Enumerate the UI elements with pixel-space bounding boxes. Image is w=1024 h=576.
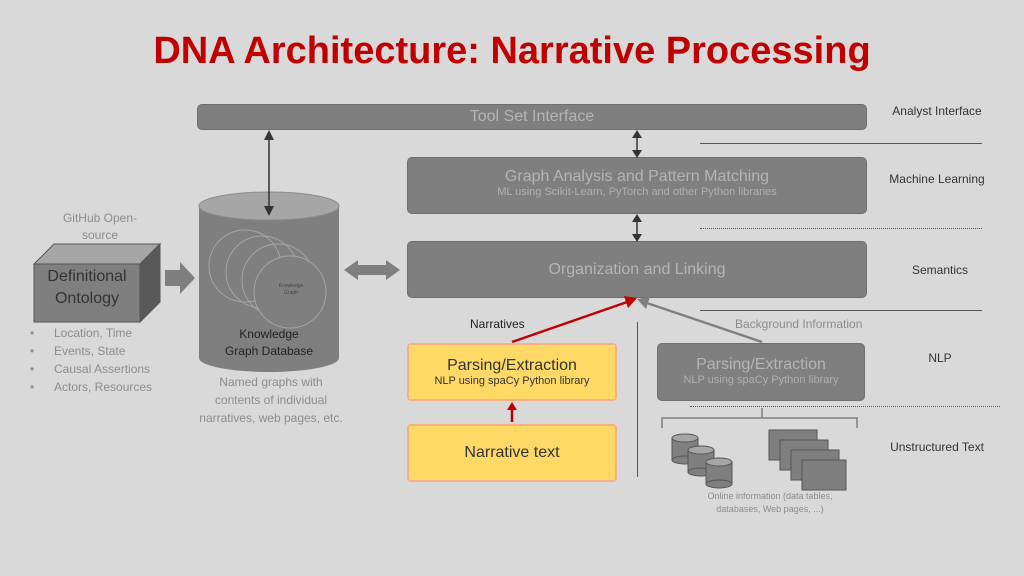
kg-cylinder-bottom: [199, 344, 339, 372]
organization-linking-label: Organization and Linking: [548, 261, 726, 278]
parsing-extraction-box[interactable]: Parsing/Extraction NLP using spaCy Pytho…: [407, 343, 617, 401]
separator-line: [700, 143, 982, 144]
kg-database-label: Knowledge Graph Database: [224, 327, 314, 358]
separator-line: [690, 406, 1000, 407]
background-parsing-box[interactable]: Parsing/Extraction NLP using spaCy Pytho…: [657, 343, 865, 401]
toolset-interface-box[interactable]: Tool Set Interface: [197, 104, 867, 130]
kg-circle: [253, 255, 327, 329]
bullet-item: Events, State: [30, 342, 152, 360]
organization-linking-box[interactable]: Organization and Linking: [407, 241, 867, 298]
layer-label-analyst: Analyst Interface: [892, 104, 982, 118]
bullet-item: Location, Time: [30, 324, 152, 342]
layer-label-unstructured: Unstructured Text: [890, 440, 984, 454]
narratives-label: Narratives: [470, 317, 525, 331]
parsing-title: Parsing/Extraction: [447, 357, 577, 374]
layer-label-semantics: Semantics: [911, 263, 969, 277]
ontology-cube-front: [33, 263, 141, 323]
ontology-arrow: [165, 262, 195, 294]
narrative-text-label: Narrative text: [464, 444, 560, 461]
toolset-label: Tool Set Interface: [469, 108, 595, 125]
bullet-item: Actors, Resources: [30, 378, 152, 396]
page-title: DNA Architecture: Narrative Processing: [153, 30, 871, 72]
layer-label-nlp: NLP: [928, 351, 952, 365]
bullet-item: Causal Assertions: [30, 360, 152, 378]
ontology-bullet-list: Location, Time Events, State Causal Asse…: [30, 324, 152, 396]
vertical-divider: [637, 322, 638, 477]
parsing-subtitle: NLP using spaCy Python library: [434, 375, 590, 387]
background-parsing-title: Parsing/Extraction: [696, 356, 826, 373]
layer-label-ml: Machine Learning: [889, 172, 985, 186]
github-label: GitHub Open-source: [62, 211, 138, 242]
kg-small-label: Knowledge Graph: [278, 283, 304, 296]
background-parsing-subtitle: NLP using spaCy Python library: [683, 374, 839, 386]
graph-analysis-subtitle: ML using Scikit-Learn, PyTorch and other…: [497, 186, 777, 198]
kg-note: Named graphs with contents of individual…: [199, 375, 343, 425]
graph-analysis-title: Graph Analysis and Pattern Matching: [504, 168, 770, 185]
ontology-cube-top: [32, 243, 162, 265]
graph-analysis-box[interactable]: Graph Analysis and Pattern Matching ML u…: [407, 157, 867, 214]
online-info-label: Online information (data tables, databas…: [707, 491, 833, 514]
separator-line: [700, 228, 982, 229]
separator-line: [700, 310, 982, 311]
background-info-label: Background Information: [735, 317, 863, 331]
kg-org-arrow: [344, 260, 400, 280]
narrative-text-box[interactable]: Narrative text: [407, 424, 617, 482]
ontology-label: Definitional Ontology: [47, 268, 127, 307]
